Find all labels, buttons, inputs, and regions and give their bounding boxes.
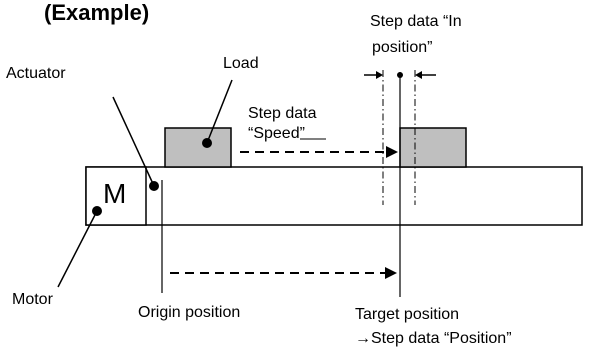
speed-label-line2: “Speed” bbox=[248, 125, 305, 142]
motor-leader bbox=[57, 210, 98, 288]
load-label: Load bbox=[223, 55, 259, 72]
motor-letter: M bbox=[103, 178, 127, 209]
actuator-leader-dot bbox=[149, 181, 159, 191]
target-point-dot bbox=[397, 72, 403, 78]
load-leader-dot bbox=[202, 138, 212, 148]
motor-label: Motor bbox=[12, 291, 53, 308]
target-position-label-line1: Target position bbox=[355, 306, 460, 323]
load-block-target bbox=[399, 127, 467, 168]
in-position-label-line2: position” bbox=[372, 39, 433, 56]
tolerance-arrowhead-left bbox=[376, 71, 383, 79]
actuator-label: Actuator bbox=[6, 65, 66, 82]
in-position-label-line1: Step data “In bbox=[370, 13, 462, 30]
actuator-body bbox=[85, 166, 583, 226]
position-arrowhead bbox=[385, 267, 397, 279]
tolerance-arrowhead-right bbox=[415, 71, 422, 79]
load-block-origin bbox=[164, 127, 232, 168]
actuator-leader bbox=[112, 96, 155, 187]
speed-arrowhead bbox=[386, 146, 398, 158]
speed-label-line1: Step data bbox=[248, 105, 317, 122]
load-leader bbox=[206, 79, 233, 144]
target-position-label-line2: →Step data “Position” bbox=[355, 330, 512, 347]
title: (Example) bbox=[44, 0, 150, 25]
motor-leader-dot bbox=[92, 206, 102, 216]
origin-position-label: Origin position bbox=[138, 304, 241, 321]
